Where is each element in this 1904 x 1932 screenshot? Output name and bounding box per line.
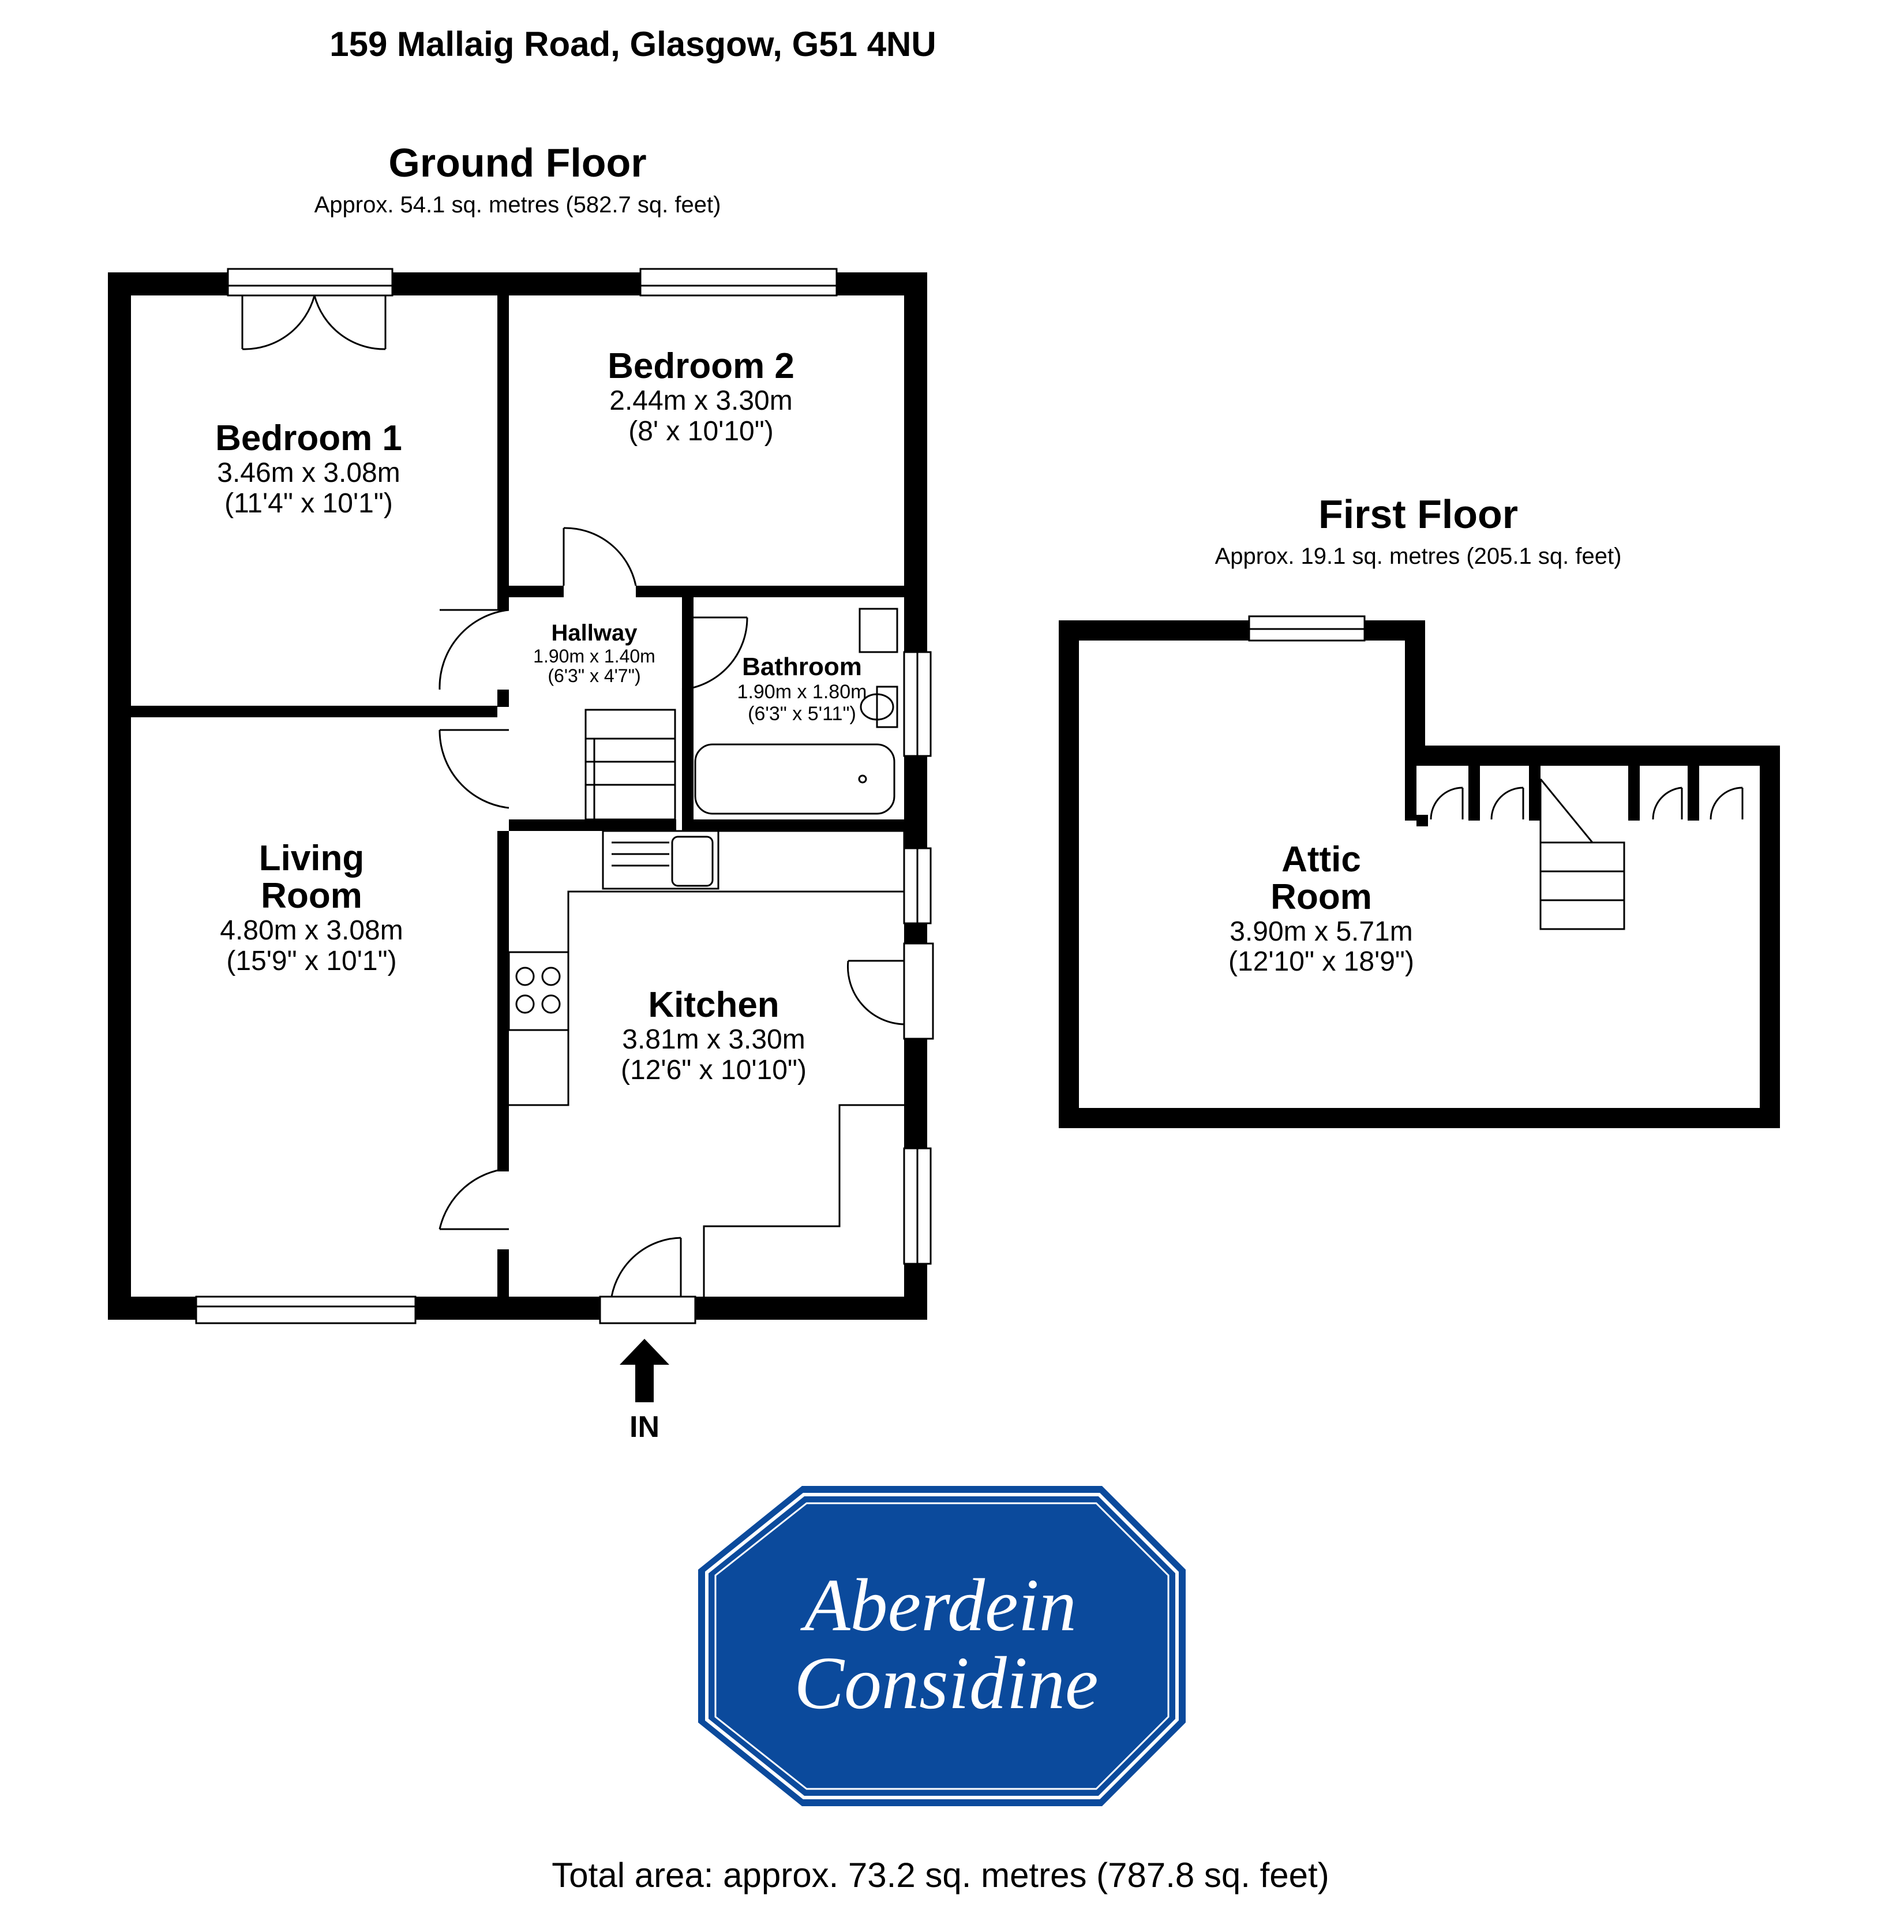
entrance-marker: IN	[620, 1339, 669, 1444]
room-dimensions-imperial: (15'9" x 10'1")	[226, 946, 396, 976]
doors	[241, 295, 905, 1297]
room-dimensions-metric: 1.90m x 1.40m	[533, 646, 655, 667]
room-dimensions-imperial: (12'6" x 10'10")	[621, 1055, 807, 1085]
room-bedroom-1: Bedroom 1 3.46m x 3.08m (11'4" x 10'1")	[215, 418, 402, 519]
ground-floor-area: Approx. 54.1 sq. metres (582.7 sq. feet)	[314, 192, 721, 218]
room-name-line2: Room	[1270, 877, 1372, 917]
room-dimensions-metric: 3.90m x 5.71m	[1230, 916, 1412, 947]
room-dimensions-imperial: (11'4" x 10'1")	[224, 488, 393, 519]
room-name: Bedroom 2	[608, 346, 794, 386]
fixtures	[508, 608, 905, 1297]
entrance-label: IN	[629, 1410, 659, 1444]
first-floor-fixtures	[1248, 615, 1744, 930]
property-address: 159 Mallaig Road, Glasgow, G51 4NU	[329, 25, 936, 63]
room-name-line1: Attic	[1281, 840, 1361, 879]
room-kitchen: Kitchen 3.81m x 3.30m (12'6" x 10'10")	[621, 985, 807, 1085]
logo-line1: Aberdein	[800, 1564, 1077, 1647]
room-dimensions-metric: 1.90m x 1.80m	[737, 681, 867, 703]
room-dimensions-imperial: (6'3" x 5'11")	[748, 703, 856, 725]
ground-floor-walls	[108, 272, 927, 1320]
room-name: Kitchen	[648, 985, 779, 1025]
room-name-line2: Room	[261, 876, 362, 916]
first-floor-title: First Floor	[1318, 492, 1518, 537]
total-area: Total area: approx. 73.2 sq. metres (787…	[552, 1856, 1329, 1894]
room-name: Hallway	[552, 620, 638, 646]
logo-line2: Considine	[794, 1642, 1098, 1725]
room-bedroom-2: Bedroom 2 2.44m x 3.30m (8' x 10'10")	[608, 346, 794, 447]
room-name: Bathroom	[742, 653, 862, 681]
first-floor: First Floor Approx. 19.1 sq. metres (205…	[1059, 492, 1780, 1128]
ground-floor-title: Ground Floor	[388, 140, 646, 185]
first-floor-area: Approx. 19.1 sq. metres (205.1 sq. feet)	[1215, 544, 1622, 569]
room-name: Bedroom 1	[215, 418, 402, 458]
room-hallway: Hallway 1.90m x 1.40m (6'3" x 4'7")	[533, 620, 655, 686]
room-living-room: Living Room 4.80m x 3.08m (15'9" x 10'1"…	[220, 838, 403, 976]
room-bathroom: Bathroom 1.90m x 1.80m (6'3" x 5'11")	[737, 653, 867, 725]
room-name-line1: Living	[259, 838, 365, 878]
windows	[195, 268, 934, 1324]
room-dimensions-imperial: (6'3" x 4'7")	[548, 665, 640, 686]
room-dimensions-imperial: (8' x 10'10")	[628, 416, 773, 447]
room-dimensions-metric: 4.80m x 3.08m	[220, 915, 403, 946]
agency-logo: Aberdein Considine	[698, 1486, 1186, 1806]
room-attic: Attic Room 3.90m x 5.71m (12'10" x 18'9"…	[1228, 840, 1414, 977]
room-dimensions-metric: 2.44m x 3.30m	[609, 385, 792, 416]
room-dimensions-metric: 3.81m x 3.30m	[622, 1024, 805, 1055]
arrow-up-icon	[620, 1339, 669, 1402]
room-dimensions-metric: 3.46m x 3.08m	[217, 458, 400, 488]
first-floor-walls	[1059, 620, 1780, 1128]
room-dimensions-imperial: (12'10" x 18'9")	[1228, 946, 1414, 977]
ground-floor: Ground Floor Approx. 54.1 sq. metres (58…	[108, 140, 934, 1444]
